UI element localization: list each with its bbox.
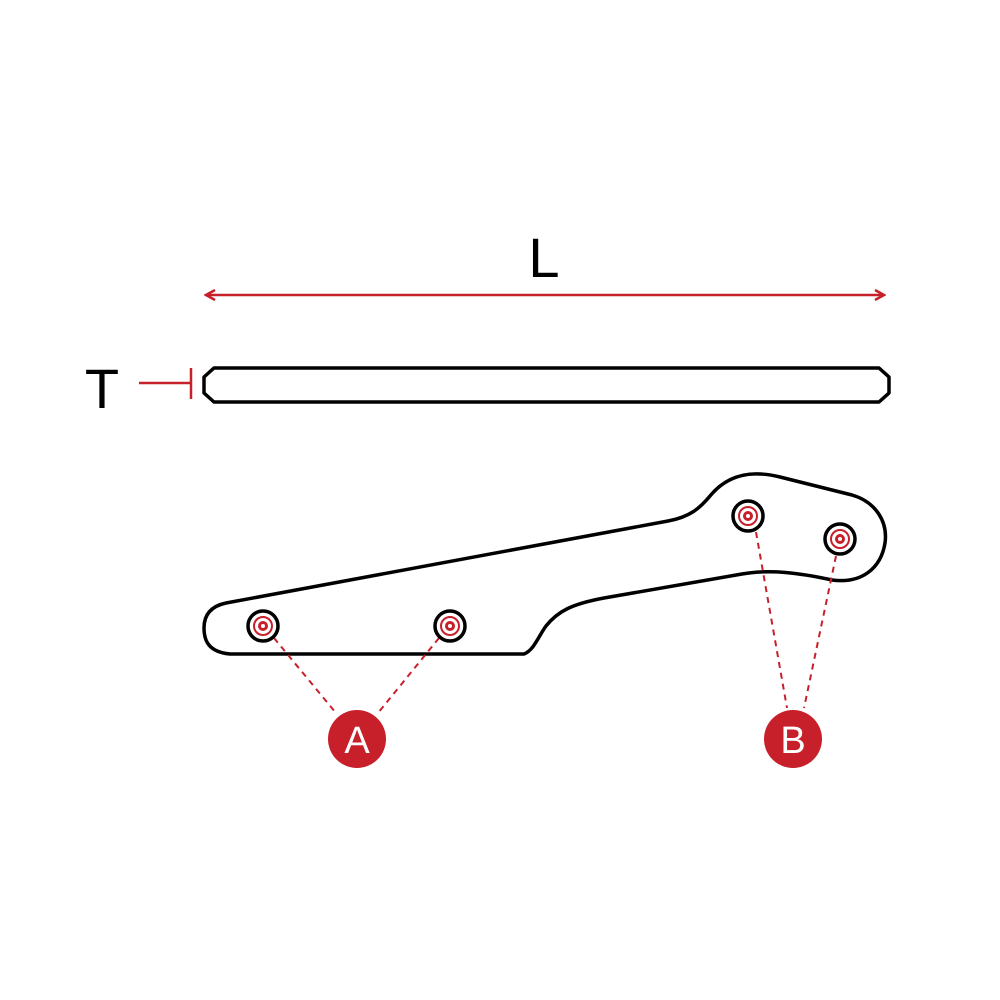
hole-b2	[823, 522, 857, 556]
marker-a-badge	[328, 710, 386, 768]
hole-a2	[433, 609, 467, 643]
side-view-bar	[202, 366, 891, 404]
thickness-label: T	[85, 357, 119, 420]
length-dimension: L	[206, 226, 884, 295]
marker-a: A	[328, 710, 386, 768]
hole-a1	[246, 609, 280, 643]
leader-a-left	[273, 637, 337, 714]
thickness-dimension: T	[85, 357, 193, 420]
length-label: L	[528, 226, 559, 289]
leader-b-right	[803, 555, 837, 709]
plate-outline	[202, 472, 888, 656]
marker-a-label: A	[344, 720, 370, 762]
leaders-b	[755, 531, 837, 709]
hole-b1	[731, 499, 765, 533]
leaders-a	[273, 637, 440, 714]
marker-b-badge	[764, 710, 822, 768]
leader-a-right	[377, 637, 440, 714]
marker-b-label: B	[780, 720, 805, 762]
marker-b: B	[764, 710, 822, 768]
leader-b-left	[755, 531, 788, 709]
